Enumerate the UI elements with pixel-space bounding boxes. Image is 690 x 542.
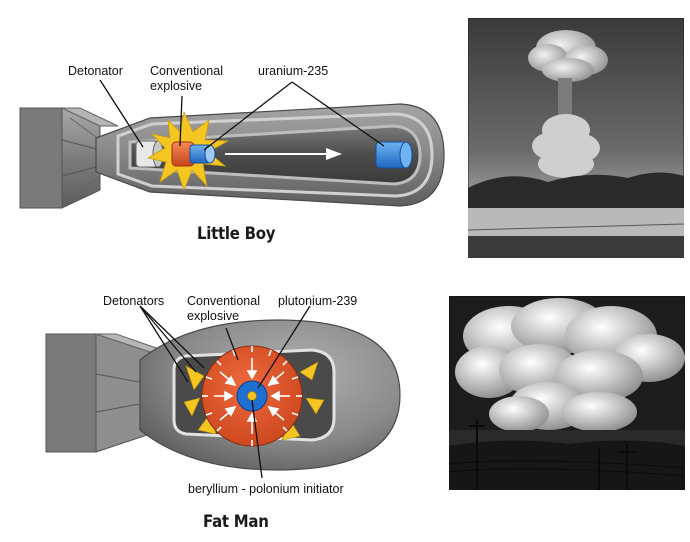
- detonator-label: Detonator: [68, 64, 123, 78]
- little-boy-title: Little Boy: [197, 224, 276, 244]
- uranium-bullet: [189, 144, 216, 164]
- little-boy-tail-fin: [19, 107, 119, 209]
- nagasaki-cloud-photo: [449, 296, 685, 490]
- lb-conventional-label-line1: Conventional: [150, 64, 223, 78]
- fat-man-leader-lines: [139, 305, 311, 479]
- fat-man-detonator-ticks: [202, 346, 302, 446]
- little-boy-leader-lines: [99, 79, 385, 151]
- fat-man-tail-fin: [45, 333, 169, 453]
- detonators-label: Detonators: [103, 294, 165, 308]
- little-boy-diagram: [19, 79, 445, 209]
- fm-conventional-label-line1: Conventional: [187, 294, 260, 308]
- fat-man-diagram: [45, 305, 401, 479]
- lb-conventional-label-line2: explosive: [150, 79, 203, 93]
- initiator-core: [247, 391, 257, 401]
- uranium-target: [375, 141, 413, 169]
- little-boy-motion-arrow: [225, 148, 342, 160]
- initiator-label: beryllium - polonium initiator: [188, 482, 344, 496]
- fat-man-title: Fat Man: [203, 512, 269, 532]
- hiroshima-cloud-photo: [468, 18, 684, 258]
- plutonium-label: plutonium-239: [278, 294, 358, 308]
- fm-conventional-label-line2: explosive: [187, 309, 240, 323]
- uranium-label: uranium-235: [258, 64, 329, 78]
